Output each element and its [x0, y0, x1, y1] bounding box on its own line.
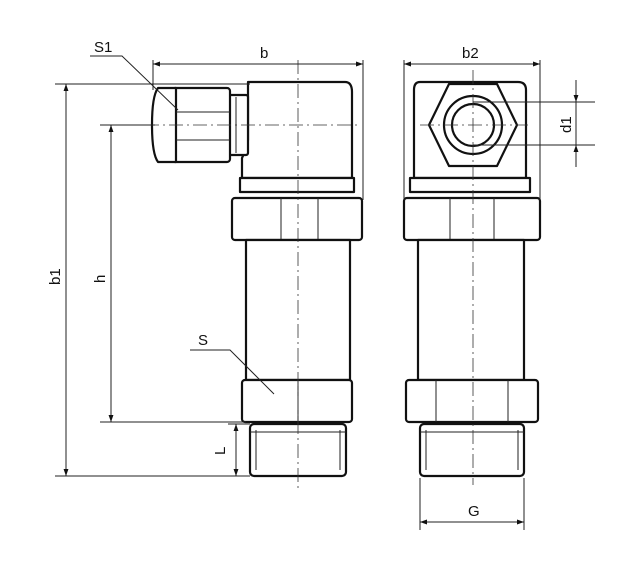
leader-s: [190, 349, 275, 395]
label-s1: S1: [94, 39, 112, 56]
front-lower-hex: [240, 378, 354, 424]
side-lower-hex: [404, 378, 540, 424]
side-upper-hex: [402, 196, 542, 242]
side-thread: [418, 422, 526, 478]
side-body: [416, 238, 526, 382]
side-head-collar: [408, 176, 532, 194]
label-b2: b2: [462, 45, 479, 62]
side-view: [402, 70, 542, 485]
label-g: G: [468, 503, 480, 520]
label-l: L: [212, 447, 229, 455]
leader-s1: [90, 55, 179, 111]
front-view: [145, 60, 364, 490]
front-head-collar: [238, 176, 356, 194]
label-b: b: [260, 45, 268, 62]
dimensions: [55, 55, 595, 530]
label-h: h: [92, 275, 109, 283]
label-d1: d1: [558, 116, 575, 133]
labels: S1 b b2 d1 b1 h S L G: [47, 39, 575, 520]
front-upper-hex: [230, 196, 364, 242]
label-s: S: [198, 332, 208, 349]
label-b1: b1: [47, 268, 64, 285]
front-head-housing: [240, 80, 354, 180]
